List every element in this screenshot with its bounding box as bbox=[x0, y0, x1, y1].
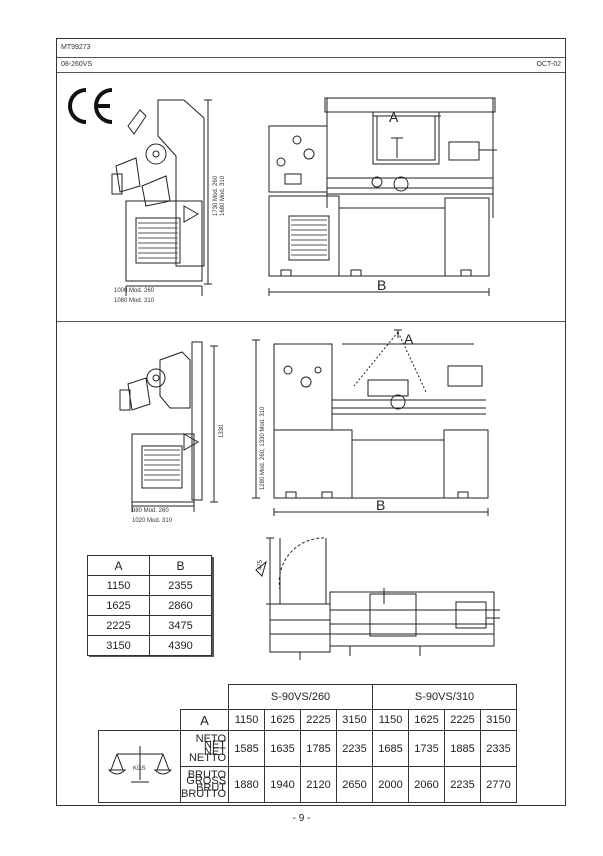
width-label-middle: 980 Mod. 260 bbox=[132, 508, 169, 514]
a-label: A bbox=[179, 709, 230, 731]
model-260: S-90VS/260 bbox=[228, 684, 374, 710]
ab-header-a: A bbox=[87, 555, 150, 576]
width-label: 1000 Mod. 260 bbox=[114, 288, 155, 294]
ce-mark-icon bbox=[68, 88, 113, 124]
net-value: 1635 bbox=[264, 730, 302, 767]
a-value: 3150 bbox=[336, 709, 374, 731]
a-value: 1150 bbox=[372, 709, 410, 731]
gross-value: 2650 bbox=[336, 766, 374, 803]
gross-value: 2060 bbox=[408, 766, 446, 803]
gross-value: 2770 bbox=[480, 766, 518, 803]
height-label-side: 1280 Mod. 260, 1330 Mod. 310 bbox=[260, 406, 266, 490]
ab-cell: 3150 bbox=[87, 635, 150, 656]
gross-value: 1880 bbox=[228, 766, 266, 803]
label-a-top: A bbox=[389, 109, 399, 125]
label-b-middle: B bbox=[376, 497, 385, 513]
gross-label-line: GROSS bbox=[186, 775, 227, 787]
gross-value: 2235 bbox=[444, 766, 482, 803]
page-number: - 9 - bbox=[292, 813, 311, 824]
gross-value: 2000 bbox=[372, 766, 410, 803]
lathe-side-view-top: 1730 Mod. 260 1680 Mod. 310 1000 Mod. 26… bbox=[111, 99, 226, 304]
gross-label-line: BRUTO bbox=[187, 768, 227, 781]
model-code: 08-260VS bbox=[61, 61, 93, 68]
label-a-middle: A bbox=[404, 331, 414, 347]
gross-value: 2120 bbox=[300, 766, 338, 803]
height-label: 1730 Mod. 260 bbox=[213, 175, 219, 216]
a-value: 1150 bbox=[228, 709, 266, 731]
a-value: 1625 bbox=[264, 709, 302, 731]
ab-table: A B 1150 2355 1625 2860 2225 3475 3150 4… bbox=[87, 555, 212, 656]
gross-label-line: BRUT bbox=[196, 781, 227, 794]
height-label-2: 1680 Mod. 310 bbox=[220, 175, 226, 216]
header-rule-2 bbox=[57, 72, 565, 73]
a-value: 1625 bbox=[408, 709, 446, 731]
ab-cell: 2355 bbox=[149, 575, 212, 596]
net-label-line: NETO bbox=[195, 732, 227, 745]
ab-table-header: A B bbox=[87, 555, 212, 576]
gross-label: BRUTO GROSS BRUT BRUTTO bbox=[179, 766, 230, 803]
blank-cell bbox=[99, 685, 181, 710]
page-frame: MT99273 08-260VS OCT-02 bbox=[56, 38, 566, 806]
ab-cell: 1150 bbox=[87, 575, 150, 596]
label-b-top: B bbox=[377, 277, 386, 293]
section-divider bbox=[57, 321, 565, 322]
ab-cell: 4390 bbox=[149, 635, 212, 656]
net-label-line: NET bbox=[204, 745, 227, 758]
ab-cell: 1625 bbox=[87, 595, 150, 616]
net-label-line: NETTO bbox=[188, 752, 227, 764]
width-label-2: 1080 Mod. 310 bbox=[114, 298, 155, 304]
net-value: 1585 bbox=[228, 730, 266, 767]
gross-value: 1940 bbox=[264, 766, 302, 803]
lathe-front-view-top: A B bbox=[268, 97, 497, 296]
width-label-middle-2: 1020 Mod. 310 bbox=[132, 518, 173, 524]
table-row: 1625 2860 bbox=[87, 595, 212, 616]
balance-scale-icon: KGS bbox=[107, 746, 172, 783]
net-value: 1685 bbox=[372, 730, 410, 767]
table-row: 2225 3475 bbox=[87, 615, 212, 636]
net-value: 1885 bbox=[444, 730, 482, 767]
ab-header-b: B bbox=[149, 555, 212, 576]
net-label: NETO NET NET NETTO bbox=[179, 730, 230, 767]
net-label-line: NET bbox=[204, 739, 227, 751]
weight-table: S-90VS/260 S-90VS/310 A 1150 1625 2225 3… bbox=[98, 684, 518, 803]
lathe-front-view-middle: 1280 Mod. 260, 1330 Mod. 310 A B bbox=[252, 329, 489, 516]
doc-date: OCT-02 bbox=[536, 61, 561, 68]
model-310: S-90VS/310 bbox=[372, 684, 518, 710]
table-row: 1150 2355 bbox=[87, 575, 212, 596]
lathe-top-view: 475 bbox=[255, 537, 500, 660]
gross-label-line: BRUTTO bbox=[181, 788, 227, 800]
lathe-side-view-middle: 1330 980 Mod. 260 1020 Mod. 310 bbox=[119, 341, 225, 524]
unit-label: KGS bbox=[133, 766, 146, 772]
net-value: 2235 bbox=[336, 730, 374, 767]
table-row: 3150 4390 bbox=[87, 635, 212, 656]
net-value: 1785 bbox=[300, 730, 338, 767]
net-value: 1735 bbox=[408, 730, 446, 767]
scale-cell: KGS bbox=[98, 730, 181, 803]
net-value: 2335 bbox=[480, 730, 518, 767]
height-label-middle: 1330 bbox=[219, 424, 225, 438]
a-value: 2225 bbox=[444, 709, 482, 731]
blank-cell bbox=[181, 685, 229, 710]
header-rule bbox=[57, 57, 565, 58]
a-value: 3150 bbox=[480, 709, 518, 731]
doc-code: MT99273 bbox=[61, 44, 91, 51]
height-label-bottom: 475 bbox=[258, 559, 264, 570]
ab-cell: 2860 bbox=[149, 595, 212, 616]
blank-cell bbox=[99, 710, 181, 731]
a-value: 2225 bbox=[300, 709, 338, 731]
ab-cell: 3475 bbox=[149, 615, 212, 636]
ab-cell: 2225 bbox=[87, 615, 150, 636]
